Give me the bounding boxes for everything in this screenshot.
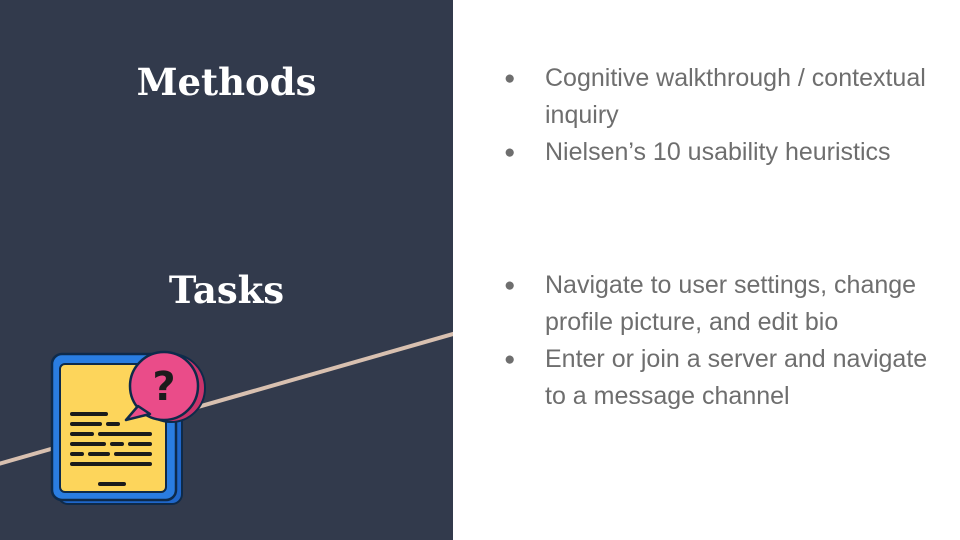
bullet-icon: ●: [504, 68, 516, 89]
tasks-heading: Tasks: [168, 268, 285, 312]
left-panel: Methods Tasks: [0, 0, 453, 540]
bullet-icon: ●: [504, 275, 516, 296]
question-mark-glyph: ?: [152, 364, 175, 410]
list-item: ● Cognitive walkthrough / contextual inq…: [504, 60, 944, 134]
list-item: ● Nielsen’s 10 usability heuristics: [504, 134, 944, 171]
methods-list: ● Cognitive walkthrough / contextual inq…: [504, 60, 944, 171]
methods-heading: Methods: [136, 60, 317, 104]
bullet-icon: ●: [504, 349, 516, 370]
tasks-item-text: Navigate to user settings, change profil…: [545, 271, 917, 336]
list-item: ● Navigate to user settings, change prof…: [504, 267, 944, 341]
tasks-item-text: Enter or join a server and navigate to a…: [545, 345, 928, 410]
methods-item-text: Cognitive walkthrough / contextual inqui…: [545, 64, 926, 129]
tasks-list: ● Navigate to user settings, change prof…: [504, 267, 944, 415]
speech-bubble-icon: ?: [124, 350, 206, 423]
methods-item-text: Nielsen’s 10 usability heuristics: [545, 138, 891, 166]
document-question-icon: ?: [50, 350, 206, 505]
bullet-icon: ●: [504, 142, 516, 163]
list-item: ● Enter or join a server and navigate to…: [504, 341, 944, 415]
